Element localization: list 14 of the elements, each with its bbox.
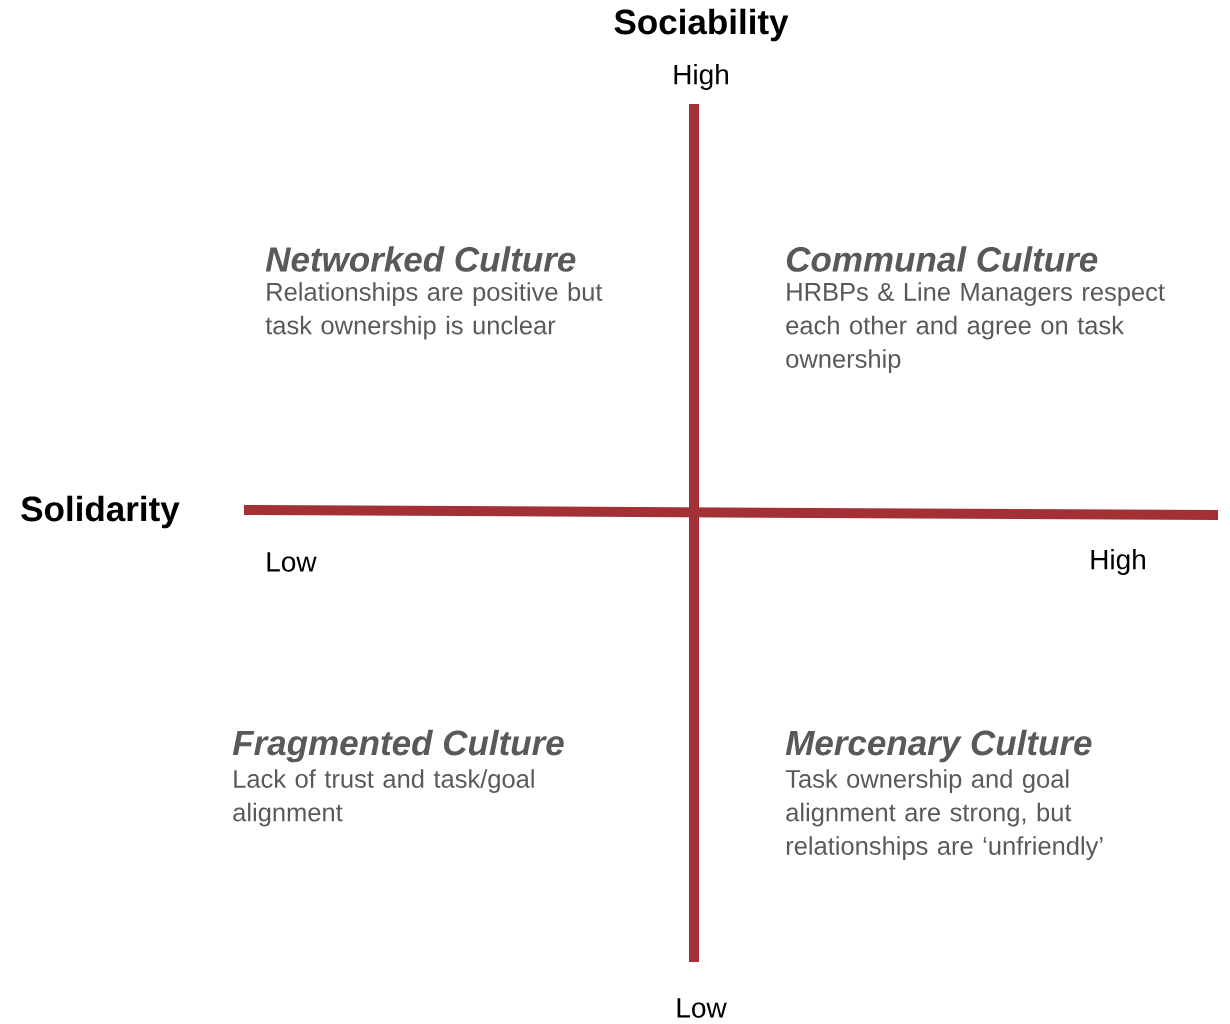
- axis-end-label: Low: [267, 552, 317, 572]
- axis-title: Solidarity: [21, 495, 180, 529]
- axis-end-label: High: [1091, 548, 1145, 576]
- quadrant-title: Mercenary Culture: [785, 729, 1092, 763]
- axis-title: Sociability: [614, 8, 789, 42]
- quadrant-description: Lack of trust and task/goal alignment: [233, 769, 534, 827]
- quadrant-description: HRBPs & Line Managers respect each other and agree on task ownership: [786, 282, 1165, 373]
- axis-end-label: Low: [677, 998, 727, 1018]
- axis-end-label: High: [674, 63, 728, 91]
- quadrant-title: Networked Culture: [265, 246, 576, 272]
- quadrant-title: Fragmented Culture: [232, 729, 564, 763]
- quadrant-description: Task ownership and goal alignment are strong, but relationships are ‘unfriendly’: [785, 769, 1103, 860]
- quadrant-title: Communal Culture: [786, 246, 1098, 272]
- quadrant-description: Relationships are positive but task ownership is unclear: [265, 282, 603, 340]
